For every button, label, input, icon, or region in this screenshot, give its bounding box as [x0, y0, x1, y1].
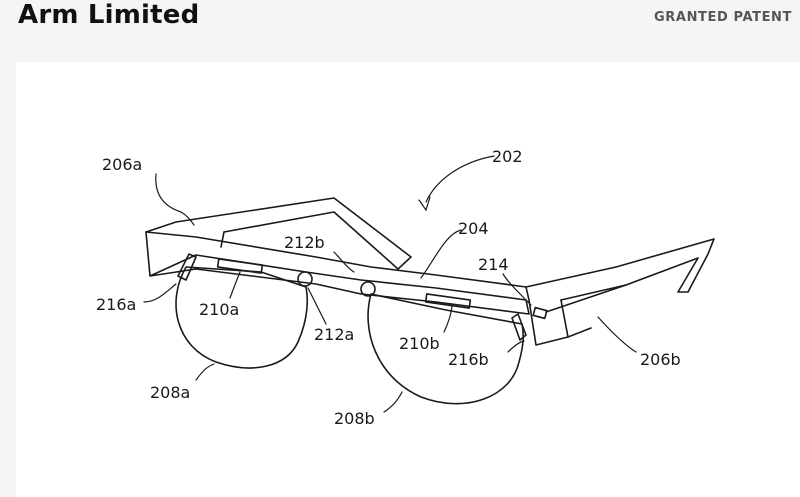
- label-208b: 208b: [334, 409, 375, 428]
- label-202: 202: [492, 147, 523, 166]
- label-210a: 210a: [199, 300, 239, 319]
- left-temple-206a: [175, 197, 412, 270]
- camera-212a: [297, 271, 313, 287]
- label-216a: 216a: [96, 295, 136, 314]
- label-204: 204: [458, 219, 489, 238]
- company-name: Arm Limited: [18, 0, 200, 30]
- label-206a: 206a: [102, 155, 142, 174]
- label-206b: 206b: [640, 350, 681, 369]
- label-214: 214: [478, 255, 509, 274]
- label-208a: 208a: [150, 383, 190, 402]
- label-216b: 216b: [448, 350, 489, 369]
- sensor-210b: [424, 293, 472, 309]
- glasses-drawing: 202 204 206a 206b 208a 208b 210a 210b 21…: [96, 147, 715, 428]
- label-210b: 210b: [399, 334, 440, 353]
- camera-212b: [360, 281, 376, 297]
- right-temple-206b: [525, 238, 715, 346]
- patent-figure: 202 204 206a 206b 208a 208b 210a 210b 21…: [16, 62, 800, 497]
- page-header: Arm Limited GRANTED PATENT: [0, 0, 800, 60]
- label-212b: 212b: [284, 233, 325, 252]
- component-214: [532, 306, 548, 320]
- right-lens-208b: [367, 293, 525, 405]
- right-pad-216b: [511, 313, 527, 341]
- sensor-210a: [216, 258, 264, 274]
- left-lens-208a: [175, 266, 309, 369]
- patent-status-badge: GRANTED PATENT: [654, 10, 792, 25]
- left-pad-216a: [177, 253, 197, 281]
- label-212a: 212a: [314, 325, 354, 344]
